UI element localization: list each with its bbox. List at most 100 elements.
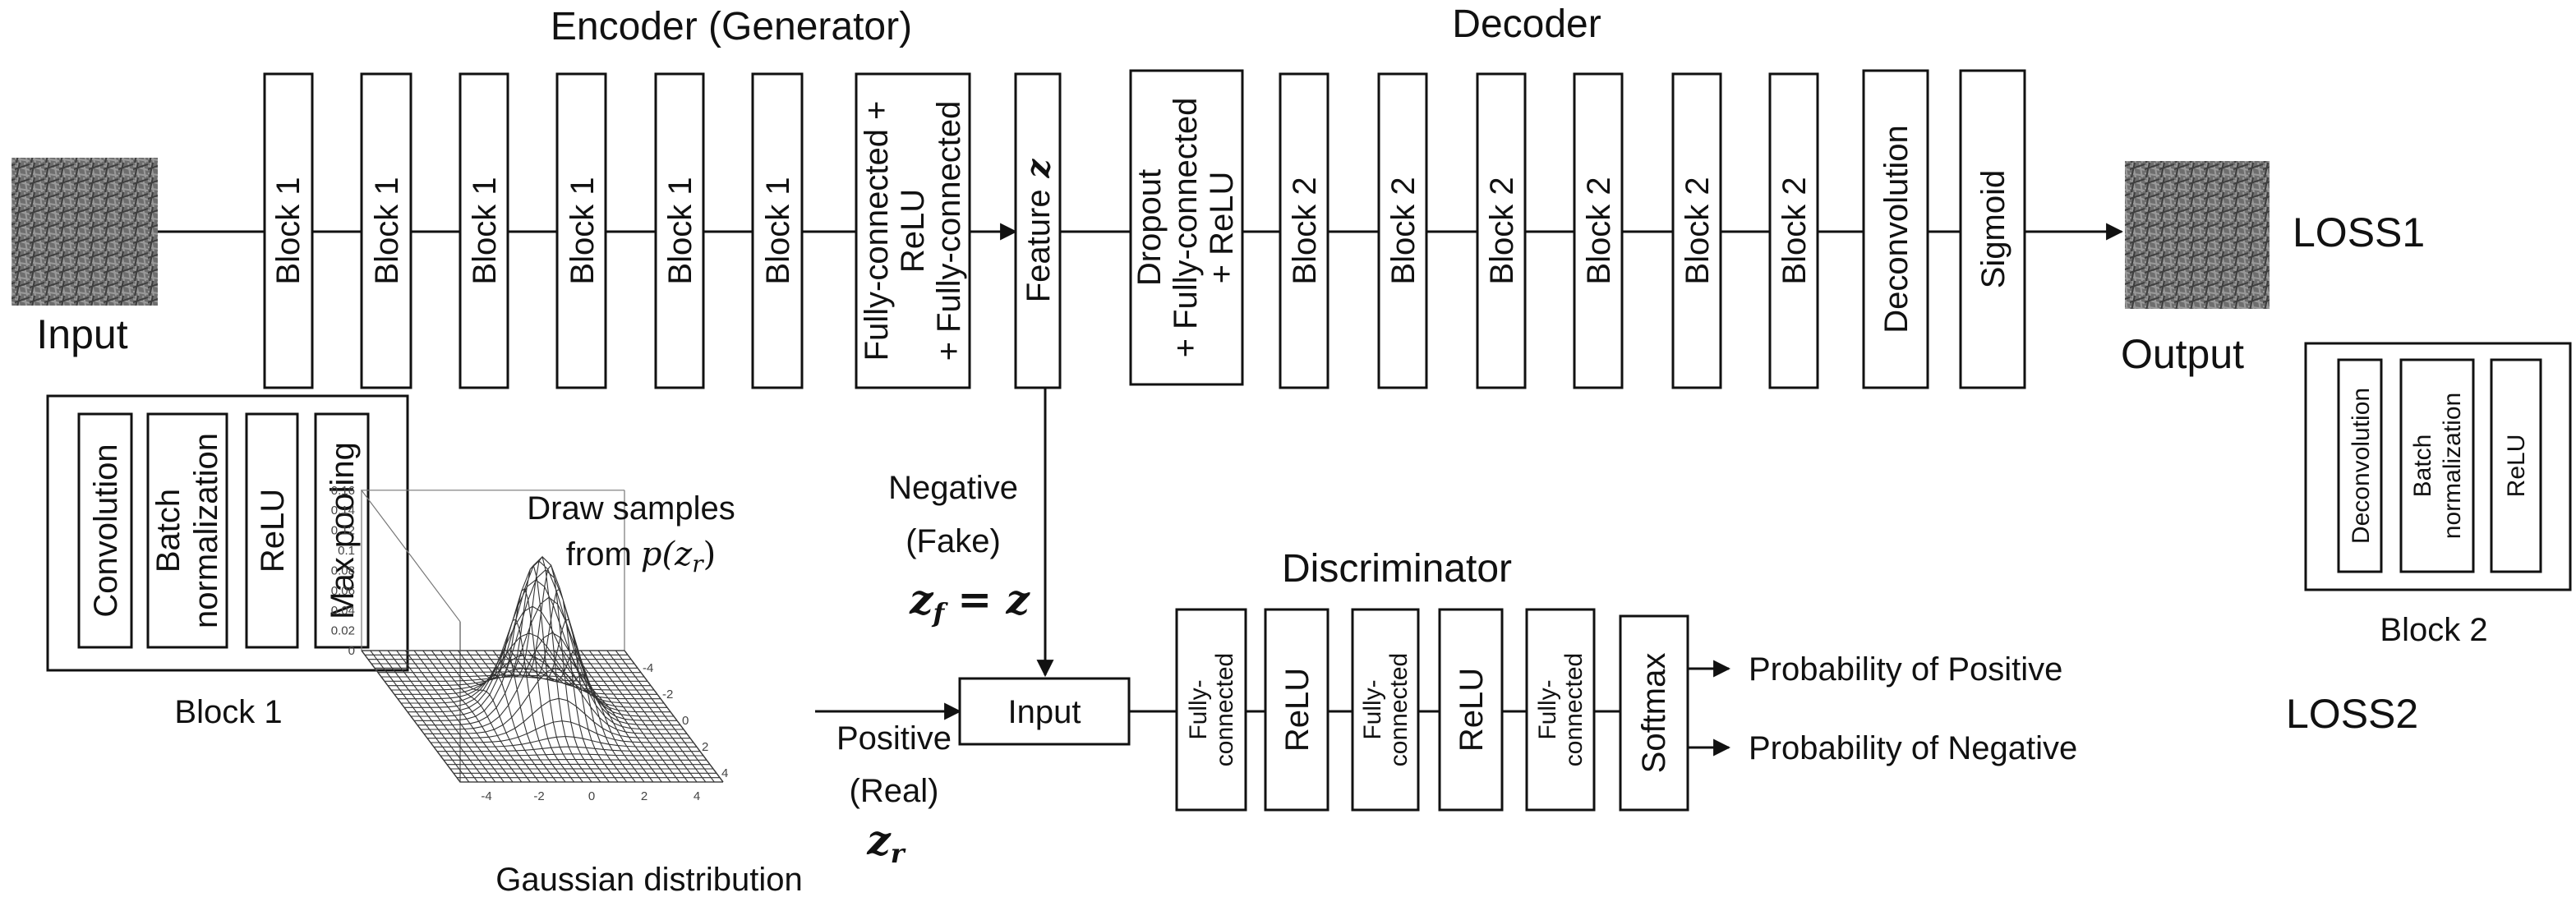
x-tick-label: 0 [588, 789, 595, 803]
fake-label: (Fake) [906, 523, 1001, 559]
svg-text:Input: Input [1008, 694, 1081, 730]
gaussian-distribution-label: Gaussian distribution [495, 862, 803, 897]
svg-text:Fully-: Fully- [1359, 679, 1386, 739]
decoder-sigmoid-box: Sigmoid [1959, 69, 2026, 389]
svg-text:ReLU: ReLU [1454, 668, 1490, 752]
svg-text:normalization: normalization [2439, 393, 2466, 539]
encoder-title: Encoder (Generator) [551, 5, 912, 48]
svg-text:connected: connected [1560, 653, 1588, 766]
z-tick-label: 0.16 [331, 484, 355, 498]
block1-legend: Convolution Batch normalization ReLU Max… [46, 394, 409, 730]
feature-z-box: Featurez [1014, 72, 1062, 389]
negative-equation: zf= z [909, 575, 1030, 628]
svg-text:Batch: Batch [150, 489, 187, 573]
input-label: Input [36, 311, 127, 357]
input-image [12, 158, 158, 306]
svg-text:Fully-: Fully- [1185, 679, 1212, 739]
svg-text:Block 2: Block 2 [1385, 177, 1422, 284]
encoder-block-3: Block 1 [459, 72, 509, 389]
encoder-block-2: Block 1 [360, 72, 412, 389]
real-label: (Real) [850, 773, 939, 809]
encoder-block-4: Block 1 [555, 72, 607, 389]
decoder-block-1: Block 2 [1279, 72, 1329, 389]
positive-symbol: zr [866, 816, 906, 869]
svg-text:Deconvolution: Deconvolution [2348, 388, 2375, 544]
discriminator-layer-3: Fully-connected [1351, 608, 1420, 812]
decoder-block-3: Block 2 [1476, 72, 1527, 389]
svg-text:Dropout: Dropout [1131, 169, 1168, 286]
gaussian-caption-line2: from p(zr) [566, 536, 716, 577]
svg-text:Block 2: Block 2 [1680, 177, 1716, 284]
z-tick-label: 0.12 [331, 524, 355, 538]
discriminator-layer-5: Fully-connected [1525, 608, 1596, 812]
block2-legend: Deconvolution Batch normalization ReLU B… [2304, 342, 2572, 648]
x-tick-label: -2 [533, 789, 544, 803]
encoder-fc-box: Fully-connected + ReLU + Fully-connected [855, 72, 971, 389]
z-tick-label: 0.14 [331, 504, 355, 518]
svg-text:ReLU: ReLU [255, 489, 291, 573]
discriminator-title: Discriminator [1282, 547, 1512, 591]
x-tick-label: 4 [694, 789, 700, 803]
discriminator-layer-2: ReLU [1264, 608, 1329, 812]
block2-legend-label: Block 2 [2380, 612, 2487, 648]
discriminator-layer-4: ReLU [1438, 608, 1504, 812]
negative-label: Negative [888, 470, 1018, 506]
svg-text:Block 2: Block 2 [1287, 177, 1323, 284]
svg-text:Block 2: Block 2 [1581, 177, 1617, 284]
discriminator-input-box: Input [958, 677, 1131, 746]
decoder-title: Decoder [1452, 2, 1601, 46]
svg-text:normalization: normalization [188, 433, 224, 628]
svg-text:Featurez: Featurez [1019, 158, 1058, 302]
svg-text:Block 1: Block 1 [369, 177, 405, 284]
decoder-block-5: Block 2 [1671, 72, 1722, 389]
svg-text:Deconvolution: Deconvolution [1878, 125, 1915, 334]
svg-text:Block 1: Block 1 [662, 177, 698, 284]
y-tick-label: -4 [643, 661, 653, 675]
svg-text:Softmax: Softmax [1636, 653, 1672, 774]
z-tick-label: 0.08 [331, 564, 355, 577]
svg-text:ReLU: ReLU [2503, 435, 2530, 498]
svg-text:Convolution: Convolution [88, 444, 124, 617]
discriminator-layer-1: Fully-connected [1175, 608, 1247, 812]
block1-legend-label: Block 1 [174, 694, 282, 730]
svg-text:Fully-: Fully- [1534, 679, 1561, 739]
encoder-block-5: Block 1 [654, 72, 705, 389]
x-tick-label: -4 [481, 789, 491, 803]
decoder-deconv-box: Deconvolution [1862, 69, 1929, 389]
svg-text:Block 1: Block 1 [565, 177, 601, 284]
decoder-block-4: Block 2 [1573, 72, 1624, 389]
y-tick-label: 4 [721, 766, 728, 780]
svg-text:Block 2: Block 2 [1484, 177, 1520, 284]
encoder-block-6: Block 1 [751, 72, 804, 389]
svg-text:connected: connected [1211, 653, 1238, 766]
loss2-label: LOSS2 [2286, 691, 2418, 737]
z-tick-label: 0.06 [331, 584, 355, 598]
loss1-label: LOSS1 [2293, 209, 2425, 255]
svg-text:Batch: Batch [2409, 435, 2436, 498]
decoder-block-6: Block 2 [1768, 72, 1819, 389]
y-tick-label: 0 [682, 714, 689, 728]
svg-text:Block 2: Block 2 [1776, 177, 1813, 284]
svg-text:ReLU: ReLU [1279, 668, 1316, 752]
gaussian-mesh [361, 555, 724, 783]
svg-text:+ Fully-connected: + Fully-connected [931, 101, 967, 361]
prob-negative-label: Probability of Negative [1749, 730, 2077, 766]
svg-text:+ ReLU: + ReLU [1204, 172, 1240, 284]
output-label: Output [2121, 331, 2244, 377]
discriminator-layers: Fully-connected ReLU Fully-connected ReLU Fu… [1175, 608, 1620, 812]
svg-text:ReLU: ReLU [895, 189, 931, 273]
svg-text:Sigmoid: Sigmoid [1975, 170, 2011, 289]
svg-text:Max pooling: Max pooling [325, 442, 361, 619]
svg-text:Fully-connected +: Fully-connected + [859, 101, 895, 361]
z-tick-label: 0 [348, 644, 355, 658]
svg-text:connected: connected [1385, 653, 1412, 766]
z-tick-label: 0.04 [331, 604, 355, 618]
x-tick-label: 2 [641, 789, 647, 803]
z-tick-label: 0.1 [338, 544, 355, 558]
prob-positive-label: Probability of Positive [1749, 651, 2062, 688]
gaussian-caption-line1: Draw samples [527, 490, 735, 527]
svg-text:Block 1: Block 1 [760, 177, 796, 284]
discriminator-softmax-box: Softmax [1619, 614, 1689, 812]
